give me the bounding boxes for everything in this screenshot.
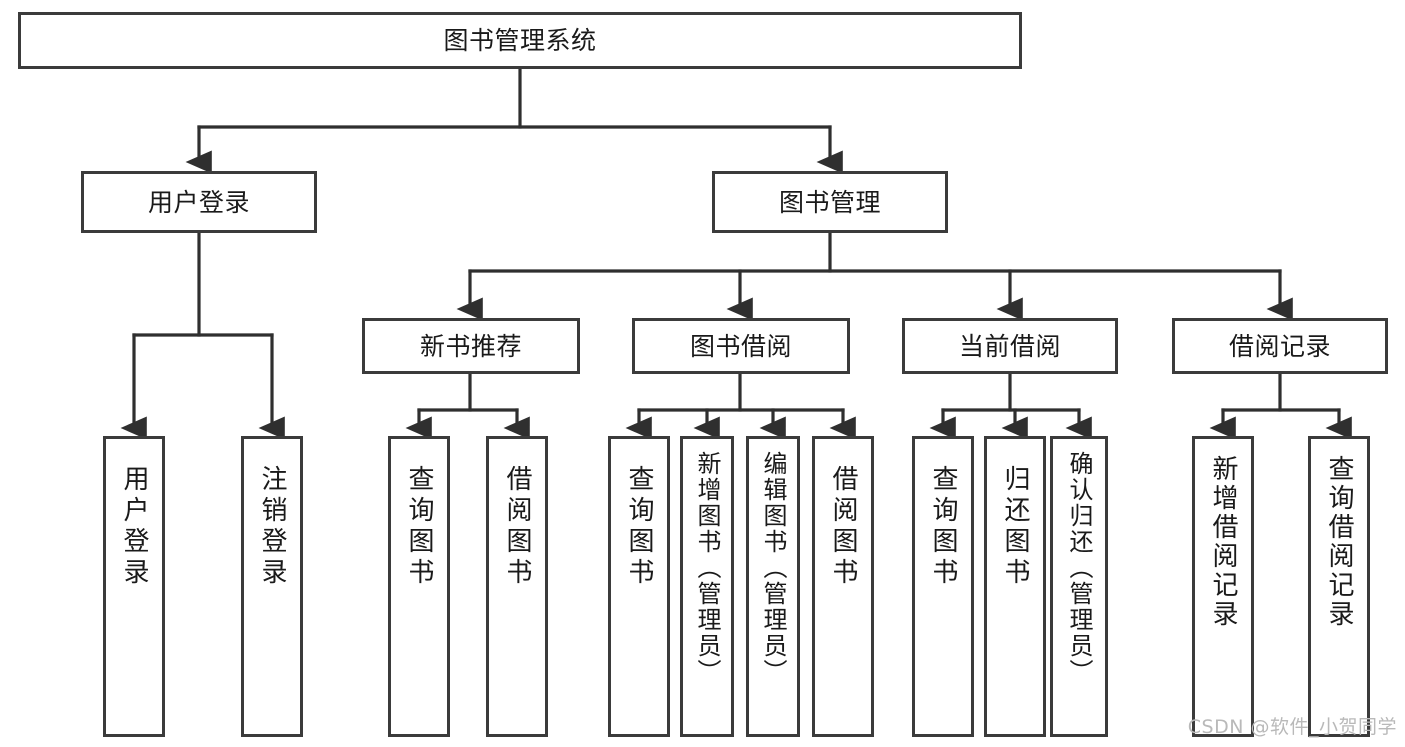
node-leaf-query-books-current[interactable]: 查询图书 xyxy=(912,436,974,737)
node-leaf-add-book-admin[interactable]: 新增图书（管理员） xyxy=(680,436,734,737)
node-leaf-edit-book-admin-label: 编辑图书（管理员） xyxy=(759,451,787,685)
node-leaf-logout[interactable]: 注销登录 xyxy=(241,436,303,737)
node-book-borrow-label: 图书借阅 xyxy=(689,331,792,361)
node-borrow-records[interactable]: 借阅记录 xyxy=(1172,318,1388,374)
node-leaf-query-books-rec[interactable]: 查询图书 xyxy=(388,436,450,737)
node-leaf-add-borrow-record[interactable]: 新增借阅记录 xyxy=(1192,436,1254,737)
node-leaf-query-borrow-record-label: 查询借阅记录 xyxy=(1324,455,1354,629)
node-new-book-recommendation-label: 新书推荐 xyxy=(419,331,522,361)
node-book-management[interactable]: 图书管理 xyxy=(712,171,948,233)
node-leaf-query-books-borrow-label: 查询图书 xyxy=(624,465,654,589)
node-leaf-edit-book-admin[interactable]: 编辑图书（管理员） xyxy=(746,436,800,737)
node-root[interactable]: 图书管理系统 xyxy=(18,12,1022,69)
node-leaf-add-book-admin-label: 新增图书（管理员） xyxy=(693,451,721,685)
node-current-borrow[interactable]: 当前借阅 xyxy=(902,318,1118,374)
node-leaf-user-login[interactable]: 用户登录 xyxy=(103,436,165,737)
node-leaf-return-books-label: 归还图书 xyxy=(1000,465,1030,589)
node-leaf-query-books-rec-label: 查询图书 xyxy=(404,465,434,589)
node-leaf-return-books[interactable]: 归还图书 xyxy=(984,436,1046,737)
node-leaf-query-books-borrow[interactable]: 查询图书 xyxy=(608,436,670,737)
node-book-management-label: 图书管理 xyxy=(778,187,881,217)
node-current-borrow-label: 当前借阅 xyxy=(958,331,1061,361)
node-leaf-borrow-books-borrow[interactable]: 借阅图书 xyxy=(812,436,874,737)
node-root-label: 图书管理系统 xyxy=(443,26,597,55)
node-leaf-user-login-label: 用户登录 xyxy=(119,465,149,589)
node-leaf-confirm-return-admin-label: 确认归还（管理员） xyxy=(1065,451,1093,685)
node-borrow-records-label: 借阅记录 xyxy=(1228,331,1331,361)
node-new-book-recommendation[interactable]: 新书推荐 xyxy=(362,318,580,374)
node-leaf-confirm-return-admin[interactable]: 确认归还（管理员） xyxy=(1050,436,1108,737)
node-leaf-borrow-books-borrow-label: 借阅图书 xyxy=(828,465,858,589)
node-leaf-query-books-current-label: 查询图书 xyxy=(928,465,958,589)
node-user-login-label: 用户登录 xyxy=(147,187,250,217)
node-book-borrow[interactable]: 图书借阅 xyxy=(632,318,850,374)
node-leaf-query-borrow-record[interactable]: 查询借阅记录 xyxy=(1308,436,1370,737)
node-leaf-logout-label: 注销登录 xyxy=(257,465,287,589)
node-leaf-borrow-books-rec-label: 借阅图书 xyxy=(502,465,532,589)
node-leaf-add-borrow-record-label: 新增借阅记录 xyxy=(1208,455,1238,629)
node-user-login[interactable]: 用户登录 xyxy=(81,171,317,233)
node-leaf-borrow-books-rec[interactable]: 借阅图书 xyxy=(486,436,548,737)
